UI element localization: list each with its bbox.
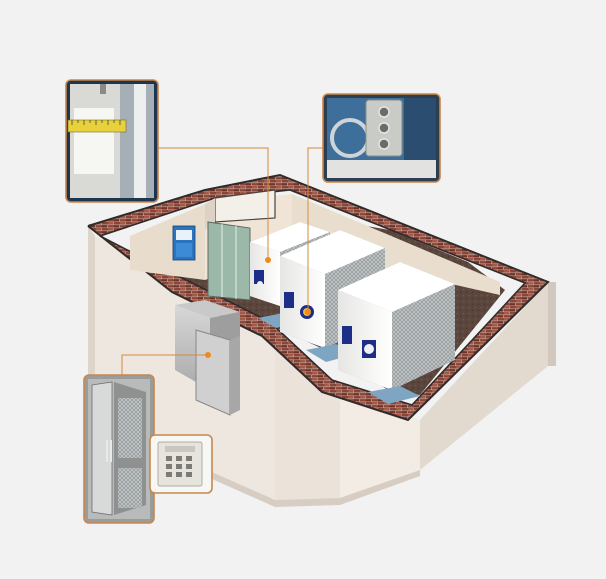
- door-icon: [88, 379, 150, 519]
- leader-dot-unit: [305, 309, 311, 315]
- callout-vault-door: [83, 374, 155, 524]
- glass-partition: [207, 221, 251, 301]
- shelving-unit-3: [338, 262, 455, 404]
- measuring-tape-icon: [67, 119, 127, 133]
- shelving-units: [250, 222, 455, 404]
- callout-vault-lock: [322, 93, 441, 183]
- callout-keypad: [149, 434, 213, 494]
- poster: [172, 225, 196, 261]
- keypad-icon: [157, 441, 203, 487]
- callout-wall-thickness: [65, 79, 159, 203]
- lock-dial-icon: [330, 99, 403, 158]
- vault-door-unit: [175, 300, 240, 416]
- interior-walls: [130, 189, 500, 295]
- leader-dot-shelf: [265, 257, 271, 263]
